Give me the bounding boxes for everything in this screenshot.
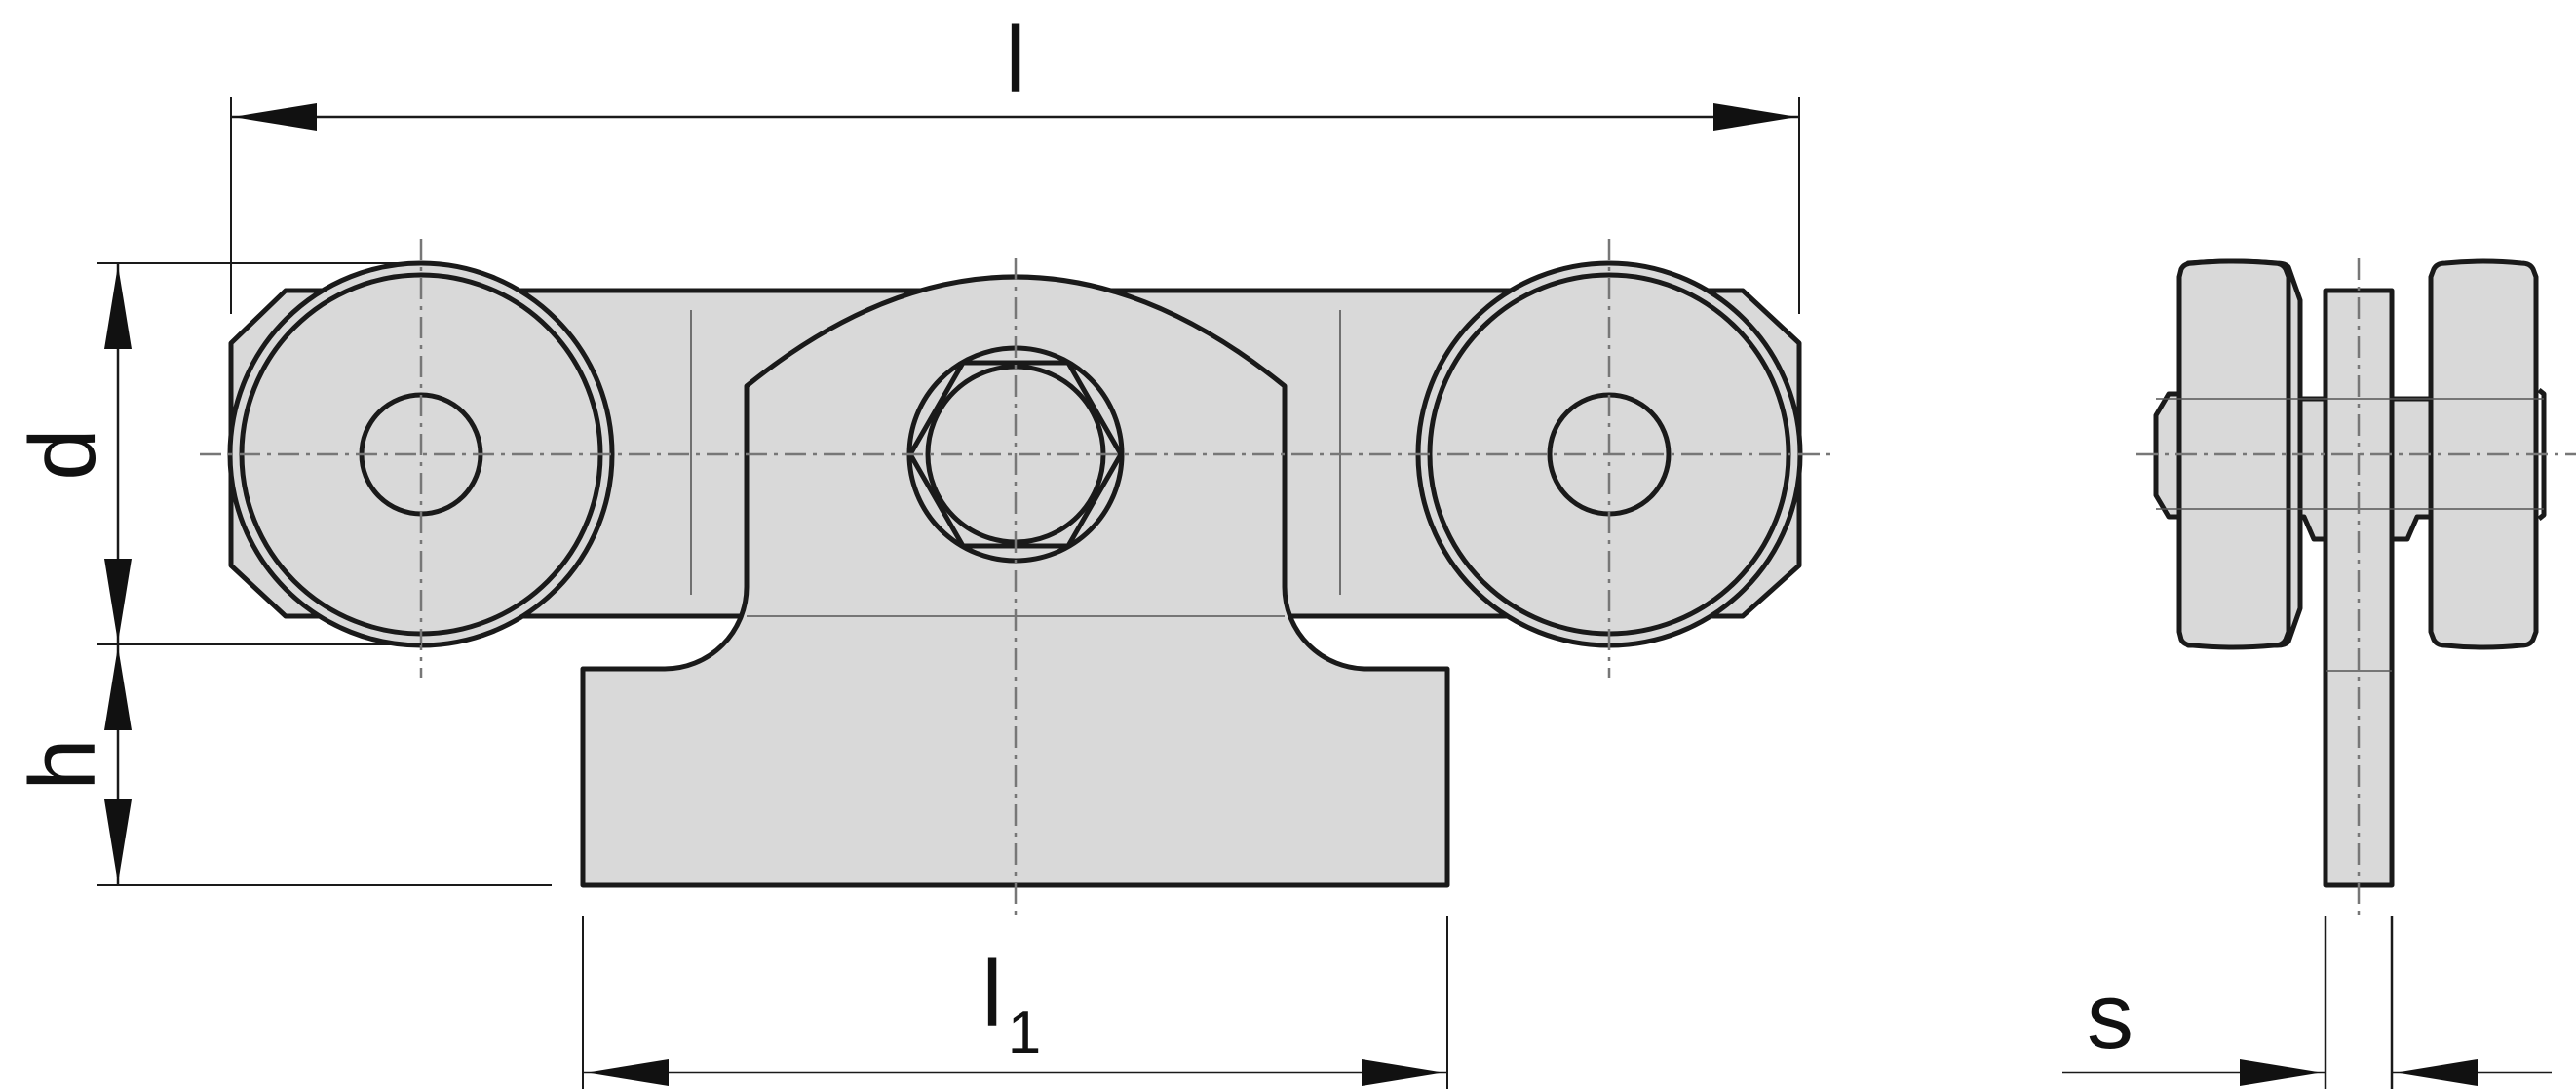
front-view: l d h l 1 [11, 8, 1832, 1089]
height-label: h [11, 738, 115, 790]
arrowhead-top [104, 265, 132, 349]
arrowhead-right [2394, 1059, 2478, 1086]
thickness-label: s [2087, 964, 2134, 1069]
arrowhead-bottom [104, 559, 132, 643]
overall-length-dimension: l [230, 8, 1800, 314]
arrowhead-bottom [104, 799, 132, 883]
arrowhead-left [2240, 1059, 2324, 1086]
base-length-dimension: l 1 [582, 916, 1448, 1089]
side-view: s [2062, 258, 2576, 1089]
arrowhead-right [1362, 1059, 1445, 1086]
overall-length-label: l [1005, 8, 1025, 112]
side-right-wheel-body [2428, 258, 2539, 650]
arrowhead-right [1713, 103, 1797, 131]
arrowhead-left [233, 103, 317, 131]
height-dimension: h [11, 644, 552, 886]
thickness-dimension: s [2062, 916, 2552, 1089]
diameter-label: d [11, 428, 115, 480]
base-length-label: l [981, 942, 1002, 1046]
arrowhead-left [585, 1059, 669, 1086]
base-length-subscript: 1 [1008, 999, 1041, 1067]
arrowhead-top [104, 646, 132, 730]
diameter-dimension: d [11, 262, 421, 645]
